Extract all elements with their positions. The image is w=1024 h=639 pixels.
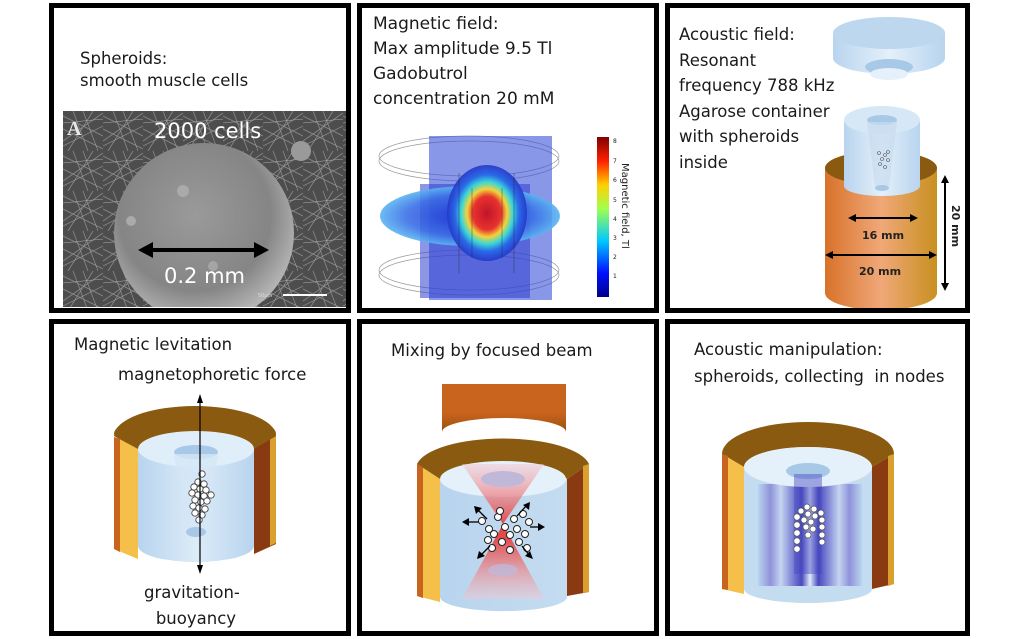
container-bottom-hole: [488, 564, 518, 576]
acoustic-setup-diagram: 16 mm 20 mm 20 mm: [825, 17, 962, 308]
colorbar-tick: 6: [613, 177, 617, 184]
colorbar-tick: 2: [613, 254, 617, 261]
panel-acoustic-field: Acoustic field: Resonant frequency 788 k…: [665, 3, 970, 313]
arrow-icon: [525, 551, 533, 559]
spheroid-cluster: [793, 503, 826, 553]
label-line: gravitation-: [144, 583, 240, 602]
image-label: A: [67, 118, 82, 140]
title-line: Acoustic field:: [679, 25, 795, 44]
outer-diameter-label: 20 mm: [859, 265, 901, 278]
colorbar-tick: 1: [613, 273, 617, 280]
panel-magnetic-levitation: Magnetic levitation magnetophoretic forc…: [49, 319, 351, 636]
title-line: with spheroids: [679, 127, 800, 146]
spheroid-cluster: [188, 470, 215, 524]
mixing-diagram: [417, 384, 589, 612]
colorbar-ticks: 1 2 3 4 5 6 7 8: [613, 138, 617, 280]
arrow-down-icon: [197, 565, 203, 574]
panel-magnetic-field: Magnetic field: Max amplitude 9.5 Tl Gad…: [357, 3, 659, 313]
arrow-icon: [474, 506, 482, 514]
arrow-up-icon: [197, 394, 203, 403]
arrow-icon: [523, 502, 530, 510]
colorbar-label: Magnetic field, Tl: [619, 163, 630, 249]
panel-spheroids: Spheroids: smooth muscle cells A: [49, 3, 351, 313]
title-line: Spheroids:: [80, 49, 168, 68]
height-label: 20 mm: [949, 205, 962, 247]
title-line: Magnetic field:: [373, 14, 499, 34]
diameter-label: 0.2 mm: [164, 264, 245, 288]
focused-transducer: [442, 384, 566, 432]
levitation-diagram: [114, 394, 276, 574]
agarose-lid: [833, 17, 945, 80]
title-line: Resonant: [679, 50, 757, 70]
copper-ring-cutaway: [722, 422, 894, 594]
sem-micrograph: A 2000 cells 0.2 mm 50µm: [63, 111, 346, 307]
mixing-arrows: [462, 502, 545, 559]
acoustic-manipulation-diagram: [722, 422, 894, 603]
panel-acoustic-manipulation: Acoustic manipulation: spheroids, collec…: [665, 319, 970, 636]
title-line: Gadobutrol: [373, 64, 468, 84]
title-line: inside: [679, 152, 728, 172]
colorbar-tick: 8: [613, 138, 617, 145]
dimension-arrows: [825, 175, 949, 291]
magnetic-field-title: Magnetic field: Max amplitude 9.5 Tl Gad…: [373, 12, 554, 112]
arrow-icon: [477, 551, 485, 559]
spheroid: [114, 143, 294, 307]
colorbar-tick: 4: [613, 216, 617, 223]
sem-image: A 2000 cells 0.2 mm 50µm: [63, 111, 346, 307]
colorbar-tick: 3: [613, 235, 617, 242]
spheroids: [877, 150, 890, 169]
arrow-icon: [462, 518, 469, 526]
arrow-icon: [538, 523, 545, 531]
field-hotspot: [447, 165, 527, 261]
title-line: spheroids, collecting in nodes: [694, 367, 945, 386]
copper-ring-cutaway: [114, 406, 276, 559]
title-line: Acoustic manipulation:: [694, 340, 883, 359]
title-line: smooth muscle cells: [80, 71, 249, 90]
levitation-title: Magnetic levitation: [74, 335, 233, 354]
title-line: frequency 788 kHz: [679, 76, 835, 95]
panel-mixing: Mixing by focused beam: [357, 319, 659, 636]
spheroids-title: Spheroids: smooth muscle cells: [80, 48, 248, 92]
title-line: concentration 20 mM: [373, 89, 555, 109]
inner-diameter-label: 16 mm: [862, 229, 904, 242]
label-line: buoyancy: [155, 609, 237, 628]
scale-bar-label: 50µm: [258, 293, 273, 299]
copper-ring-cutaway: [417, 438, 589, 602]
force-down-label: gravitation- buoyancy: [144, 580, 240, 631]
mixing-title: Mixing by focused beam: [391, 341, 593, 360]
title-line: Max amplitude 9.5 Tl: [373, 39, 553, 59]
title-line: Agarose container: [679, 101, 830, 121]
focused-beam: [462, 464, 544, 599]
force-up-label: magnetophoretic force: [118, 365, 307, 384]
acoustic-field-title: Acoustic field: Resonant frequency 788 k…: [679, 22, 834, 175]
force-arrows: [197, 394, 203, 574]
agarose-container: [844, 106, 920, 196]
field-simulation: 1 2 3 4 5 6 7 8 Magnetic field, Tl: [378, 135, 630, 300]
cell-count-label: 2000 cells: [154, 119, 261, 143]
container-top-hole: [481, 471, 525, 487]
colorbar-tick: 7: [613, 158, 617, 165]
acoustic-manipulation-title: Acoustic manipulation: spheroids, collec…: [694, 336, 944, 390]
colorbar-tick: 5: [613, 197, 617, 204]
colorbar: [597, 137, 609, 297]
